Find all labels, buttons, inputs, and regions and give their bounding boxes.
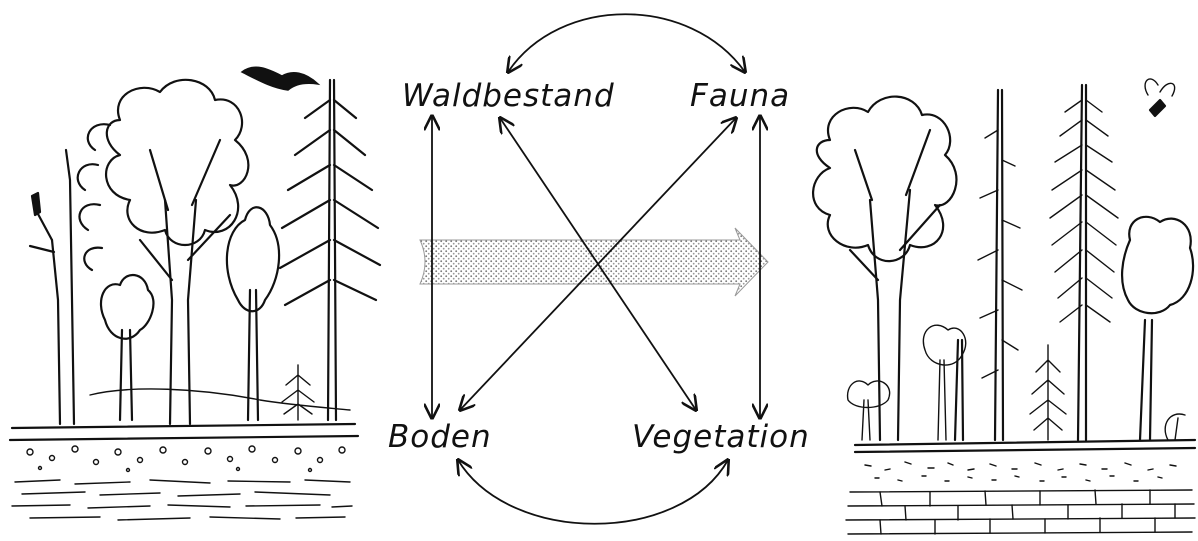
label-vegetation: Vegetation (632, 419, 810, 455)
left-forest-illustration (10, 67, 380, 520)
label-fauna: Fauna (690, 78, 790, 114)
right-forest-illustration (813, 79, 1195, 534)
right-bedrock (846, 490, 1195, 534)
arrow-boden-vegetation (458, 460, 728, 524)
left-bird-silhouette (242, 67, 318, 90)
arrow-waldbestand-fauna (508, 14, 745, 72)
center-interaction-diagram: Waldbestand Fauna Boden Vegetation (388, 14, 810, 524)
left-soil-pebbles (27, 446, 345, 472)
left-soil-layers (12, 480, 352, 520)
right-soil-stipple (865, 462, 1176, 481)
label-waldbestand: Waldbestand (402, 78, 615, 114)
transition-arrow (420, 228, 768, 296)
right-insect-icon (1145, 79, 1175, 116)
label-boden: Boden (388, 419, 492, 455)
